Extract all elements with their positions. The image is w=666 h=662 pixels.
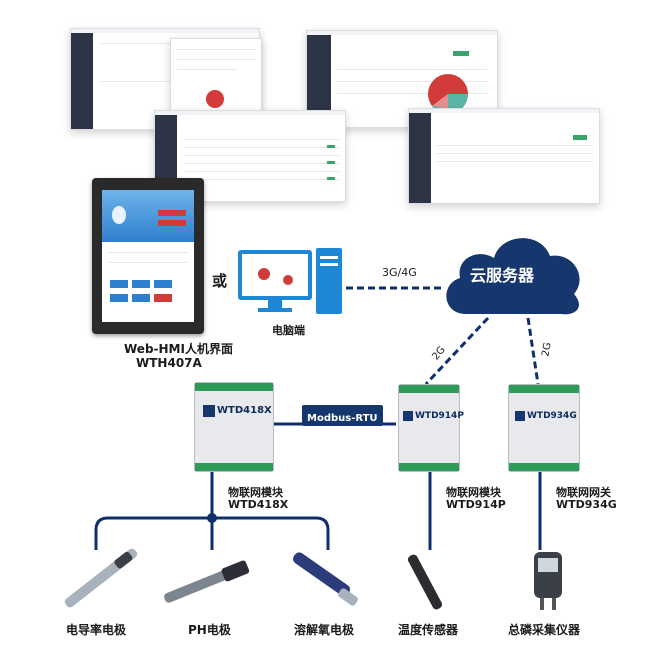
pc-label: 电脑端 <box>272 324 305 337</box>
module-wtd914p-panel: WTD914P <box>415 411 464 421</box>
module-wtd934g-model: WTD934G <box>556 498 617 511</box>
module-wtd418x-caption: 物联网模块 <box>228 486 283 499</box>
ph-electrode-icon <box>164 560 250 603</box>
conductivity-electrode-icon <box>64 548 138 608</box>
module-wtd914p-caption: 物联网模块 <box>446 486 501 499</box>
sensor-label-ph: PH电极 <box>188 623 231 637</box>
module-wtd418x: WTD418X <box>194 382 274 472</box>
or-text: 或 <box>212 272 228 290</box>
module-wtd934g: WTD934G <box>508 384 580 472</box>
hmi-panel <box>92 178 204 334</box>
sensor-label-temperature: 温度传感器 <box>398 623 459 637</box>
net-3g4g-label: 3G/4G <box>382 266 417 279</box>
sensor-label-dissolved-oxygen: 溶解氧电极 <box>294 623 355 637</box>
modbus-label: Modbus-RTU <box>307 413 378 424</box>
dashboard-screenshot-5 <box>408 108 600 204</box>
module-wtd418x-model: WTD418X <box>228 498 289 511</box>
cloud-icon <box>446 238 580 315</box>
modbus-badge: Modbus-RTU <box>302 405 383 426</box>
dashboard-screenshot-4 <box>154 110 346 202</box>
module-wtd418x-panel: WTD418X <box>217 405 272 416</box>
dashboard-screenshot-2 <box>170 38 262 118</box>
temperature-sensor-icon <box>407 554 443 610</box>
hmi-model: WTH407A <box>136 356 202 370</box>
sensor-label-conductivity: 电导率电极 <box>66 623 127 637</box>
hmi-title: Web-HMI人机界面 <box>124 342 233 356</box>
module-wtd914p: WTD914P <box>398 384 464 472</box>
dissolved-oxygen-electrode-icon <box>293 552 358 606</box>
module-wtd934g-caption: 物联网网关 <box>556 486 611 499</box>
module-wtd914p-model: WTD914P <box>446 498 506 511</box>
module-wtd934g-panel: WTD934G <box>527 411 577 421</box>
sensor-label-phosphorus: 总磷采集仪器 <box>508 623 581 637</box>
phosphorus-instrument-icon <box>534 552 562 610</box>
pc-icon <box>238 248 342 314</box>
cloud-label: 云服务器 <box>470 266 535 285</box>
